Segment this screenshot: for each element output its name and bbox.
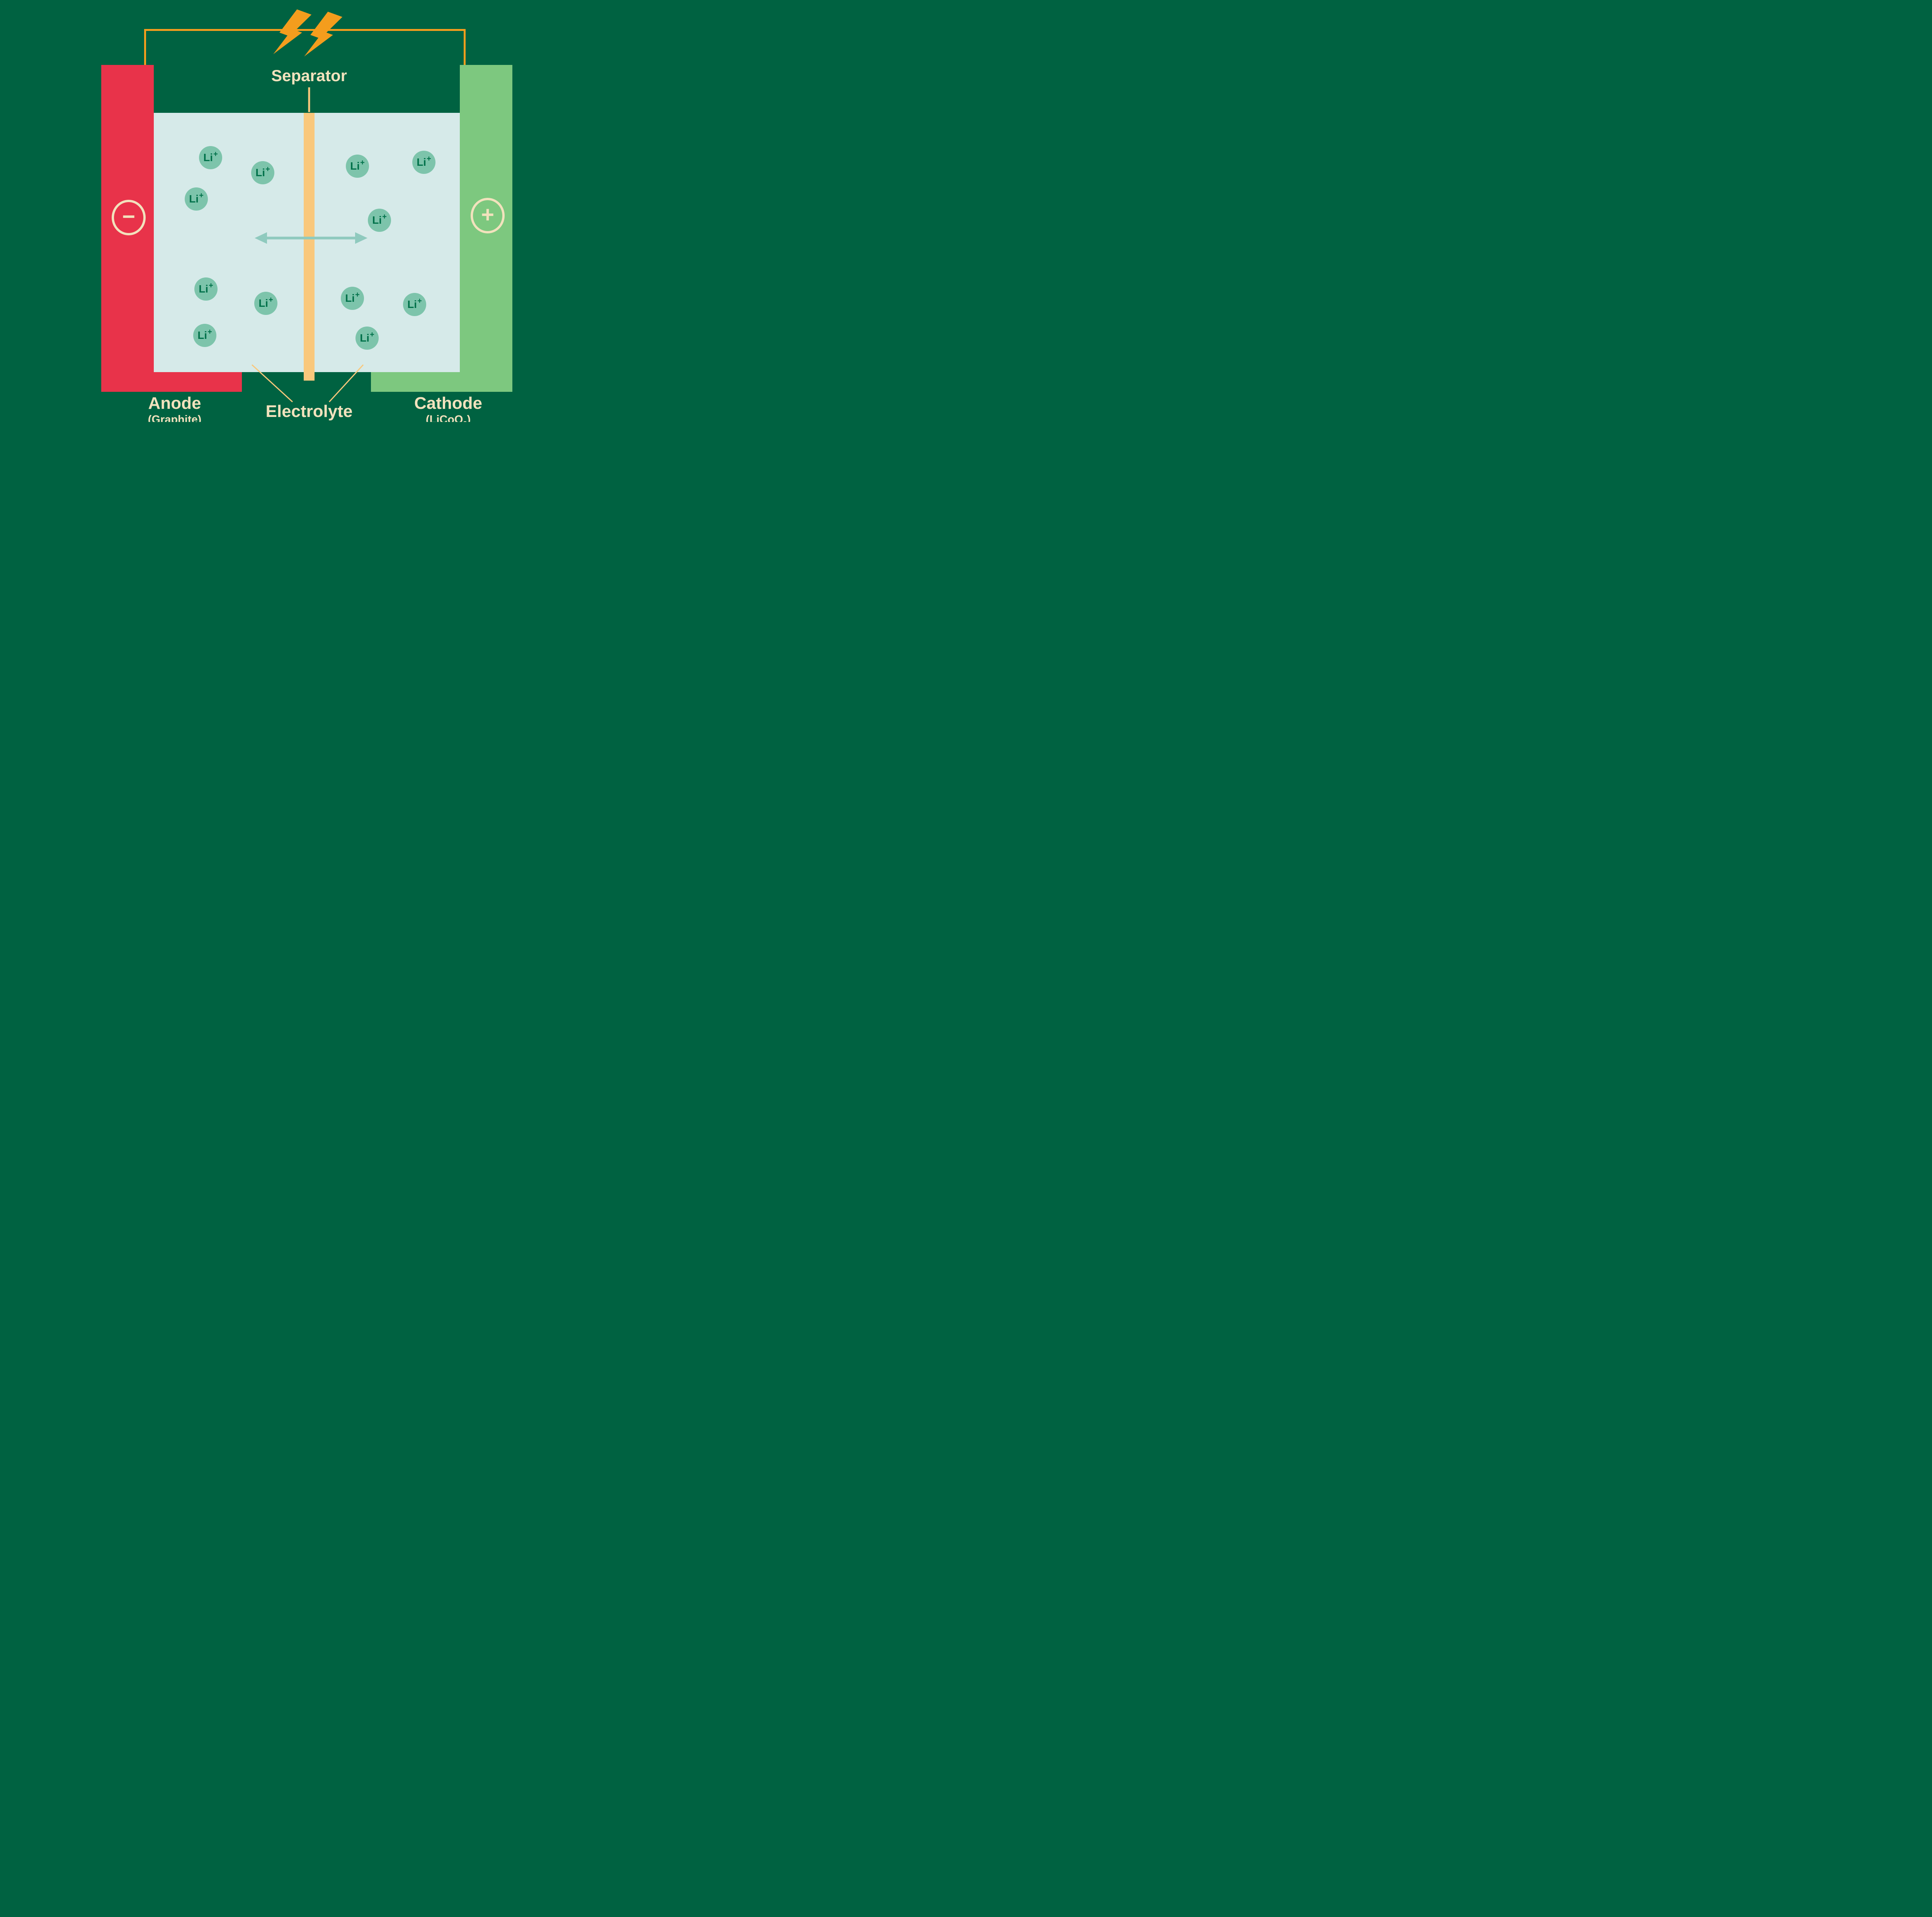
lithium-ion: Li+	[412, 151, 435, 174]
lightning-bolt-icon	[273, 9, 343, 57]
negative-terminal-icon: −	[112, 200, 146, 235]
lithium-ion: Li+	[194, 277, 218, 301]
anode-label-group: Anode (Graphite)	[124, 394, 225, 422]
lithium-ion: Li+	[251, 161, 274, 184]
anode-label: Anode	[148, 394, 201, 413]
electrolyte-label: Electrolyte	[265, 402, 353, 421]
cathode-material-label: (LiCoO2)	[425, 413, 471, 422]
cathode-electrode-base	[371, 372, 460, 392]
lithium-ion: Li+	[355, 327, 379, 350]
cathode-label-group: Cathode (LiCoO2)	[398, 394, 498, 422]
negative-sign: −	[122, 204, 135, 229]
lithium-ion: Li+	[193, 324, 216, 347]
lithium-ion: Li+	[341, 287, 364, 310]
lithium-ion: Li+	[185, 187, 208, 211]
separator-label: Separator	[271, 66, 347, 85]
anode-material-label: (Graphite)	[148, 413, 202, 422]
positive-terminal-icon: +	[471, 198, 505, 233]
battery-diagram: − + Li+ Li+ Li+ Li+ Li+ Li+ Li+ Li+ Li+ …	[0, 0, 597, 422]
lithium-ion: Li+	[199, 146, 222, 169]
lithium-ion: Li+	[346, 155, 369, 178]
separator-membrane	[304, 113, 315, 381]
lithium-ion: Li+	[368, 209, 391, 232]
cathode-label: Cathode	[414, 394, 482, 413]
lithium-ion: Li+	[254, 292, 277, 315]
circuit-wire	[144, 29, 466, 68]
positive-sign: +	[481, 202, 494, 227]
lithium-ion: Li+	[403, 293, 426, 316]
anode-electrode-base	[154, 372, 242, 392]
